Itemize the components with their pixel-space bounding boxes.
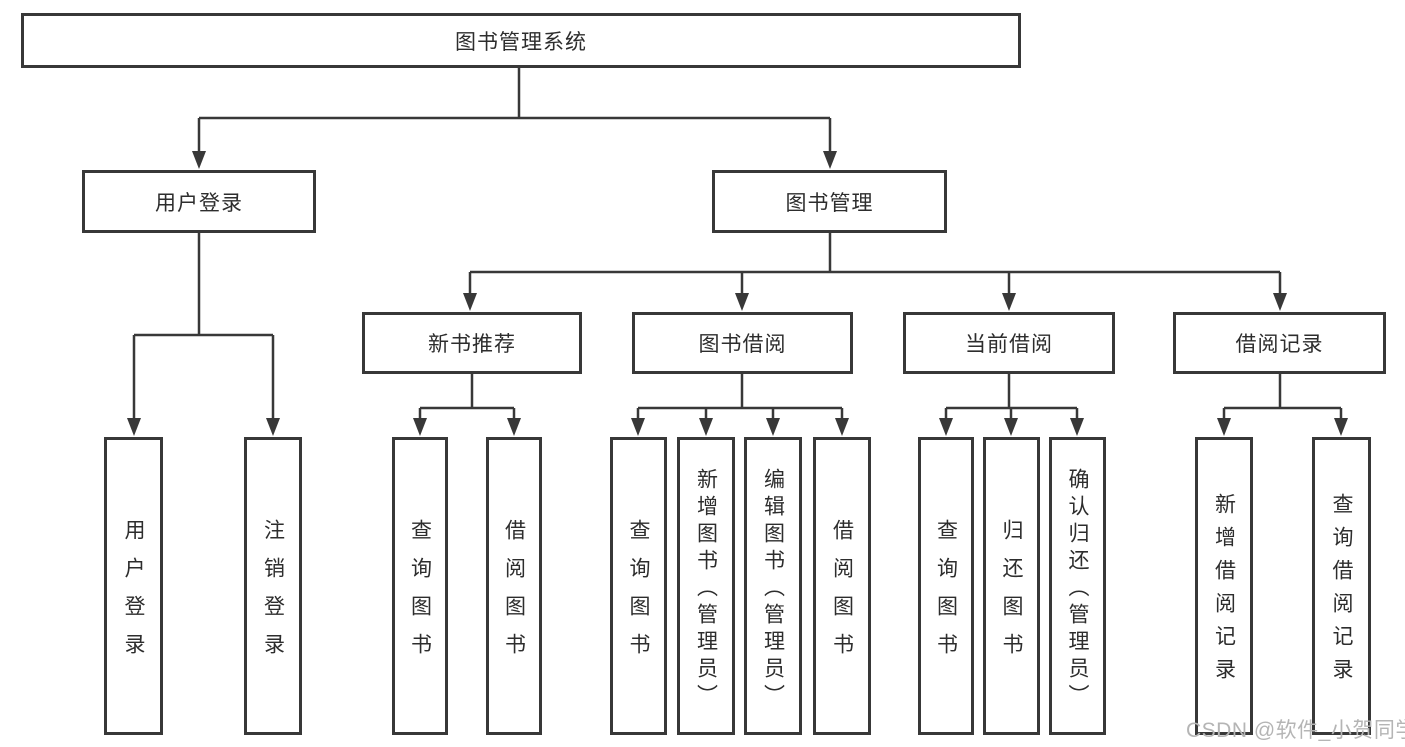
- node-add-books-admin: 新增图书（管理员）: [677, 437, 735, 735]
- node-query-borrow-record-label: 查询借阅记录: [1330, 493, 1353, 691]
- node-borrow-books-1-label: 借阅图书: [502, 518, 526, 671]
- node-current-borrow-label: 当前借阅: [965, 333, 1053, 356]
- node-confirm-return-admin-label: 确认归还（管理员）: [1066, 467, 1089, 711]
- node-user-login: 用户登录: [82, 170, 316, 233]
- node-query-books-2: 查询图书: [610, 437, 667, 735]
- node-root: 图书管理系统: [21, 13, 1021, 68]
- node-add-borrow-record: 新增借阅记录: [1195, 437, 1253, 735]
- node-add-borrow-record-label: 新增借阅记录: [1212, 493, 1236, 691]
- node-book-mgmt: 图书管理: [712, 170, 947, 233]
- node-root-label: 图书管理系统: [455, 30, 587, 54]
- node-add-books-admin-label: 新增图书（管理员）: [694, 467, 718, 711]
- node-query-books-3-label: 查询图书: [934, 518, 958, 671]
- node-borrow-records-label: 借阅记录: [1235, 333, 1324, 356]
- node-query-books-3: 查询图书: [918, 437, 974, 735]
- node-new-book-rec-label: 新书推荐: [428, 333, 516, 356]
- node-edit-books-admin-label: 编辑图书（管理员）: [761, 467, 785, 711]
- node-new-book-rec: 新书推荐: [362, 312, 582, 374]
- node-current-borrow: 当前借阅: [903, 312, 1115, 374]
- node-login: 用户登录: [104, 437, 163, 735]
- node-borrow-books-2: 借阅图书: [813, 437, 871, 735]
- node-logout: 注销登录: [244, 437, 302, 735]
- node-borrow-records: 借阅记录: [1173, 312, 1386, 374]
- node-query-borrow-record: 查询借阅记录: [1312, 437, 1371, 735]
- node-query-books-1-label: 查询图书: [408, 518, 432, 671]
- node-return-books-label: 归还图书: [1000, 518, 1023, 671]
- node-user-login-label: 用户登录: [155, 191, 243, 215]
- node-query-books-2-label: 查询图书: [627, 518, 650, 671]
- node-return-books: 归还图书: [983, 437, 1040, 735]
- node-borrow-books-2-label: 借阅图书: [830, 518, 854, 671]
- node-query-books-1: 查询图书: [392, 437, 448, 735]
- node-logout-label: 注销登录: [261, 518, 285, 671]
- node-book-borrow: 图书借阅: [632, 312, 853, 374]
- node-edit-books-admin: 编辑图书（管理员）: [744, 437, 802, 735]
- node-login-label: 用户登录: [122, 518, 145, 671]
- csdn-watermark: CSDN @软件_小贺同学: [1186, 719, 1405, 742]
- node-borrow-books-1: 借阅图书: [486, 437, 542, 735]
- node-book-mgmt-label: 图书管理: [785, 191, 874, 215]
- arrowheads: [127, 151, 1348, 436]
- node-confirm-return-admin: 确认归还（管理员）: [1049, 437, 1106, 735]
- node-book-borrow-label: 图书借阅: [698, 333, 787, 356]
